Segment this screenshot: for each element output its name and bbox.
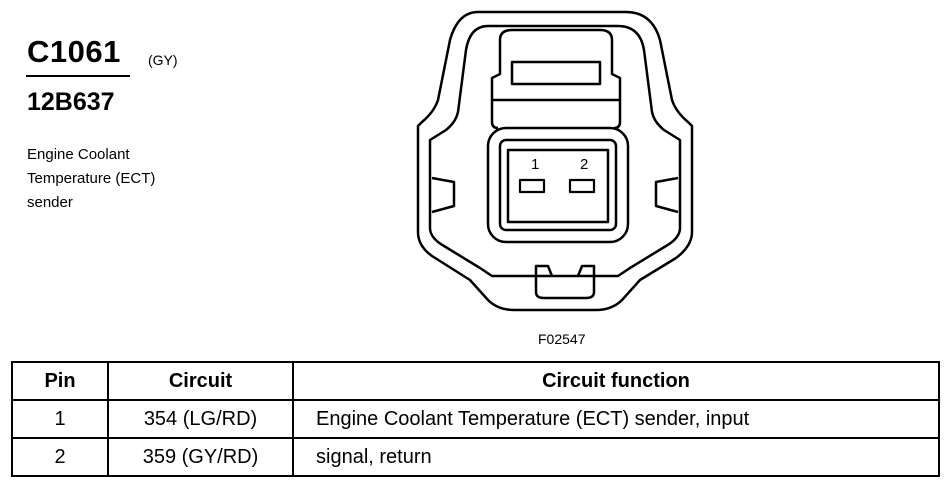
function-cell: Engine Coolant Temperature (ECT) sender,… [292, 399, 940, 439]
part-number: 12B637 [27, 88, 115, 116]
pin-cavity-insert [506, 148, 610, 224]
header-circuit-function: Circuit function [292, 361, 940, 401]
header-circuit: Circuit [107, 361, 294, 401]
bottom-key [534, 264, 596, 277]
housing-outline [416, 10, 694, 312]
locking-tab-hinge-left [490, 100, 499, 130]
pinout-table: Pin Circuit Circuit function 1 354 (LG/R… [11, 361, 940, 477]
connector-face-drawing [416, 10, 694, 312]
connector-id: C1061 [27, 34, 121, 69]
function-cell: signal, return [292, 437, 940, 477]
terminal-1 [518, 178, 546, 194]
title-underline [26, 75, 130, 77]
pin-cell: 1 [11, 399, 109, 439]
description-line: Temperature (ECT) [27, 170, 156, 187]
locking-tab [490, 28, 622, 102]
table-header-row: Pin Circuit Circuit function [11, 361, 940, 401]
table-row: 1 354 (LG/RD) Engine Coolant Temperature… [11, 399, 940, 439]
bottom-key-base [534, 276, 596, 300]
pin-1-label: 1 [531, 156, 540, 173]
description-line: Engine Coolant [27, 146, 130, 163]
locking-tab-inner [510, 60, 602, 86]
housing-inner-outline [428, 24, 682, 278]
description-line: sender [27, 194, 73, 211]
figure-code: F02547 [538, 331, 586, 347]
terminal-2 [568, 178, 596, 194]
right-side-rib [654, 176, 679, 214]
connector-description: Engine Coolant Temperature (ECT) sender [27, 143, 217, 215]
pin-cavity-inner [498, 138, 618, 232]
pin-2-label: 2 [580, 156, 589, 173]
pin-cell: 2 [11, 437, 109, 477]
table-row: 2 359 (GY/RD) signal, return [11, 437, 940, 477]
locking-tab-hinge-right [613, 100, 622, 130]
left-side-rib [431, 176, 456, 214]
pin-cavity-outer [486, 126, 630, 244]
connector-color-code: (GY) [148, 52, 178, 68]
header-pin: Pin [11, 361, 109, 401]
circuit-cell: 359 (GY/RD) [107, 437, 294, 477]
circuit-cell: 354 (LG/RD) [107, 399, 294, 439]
